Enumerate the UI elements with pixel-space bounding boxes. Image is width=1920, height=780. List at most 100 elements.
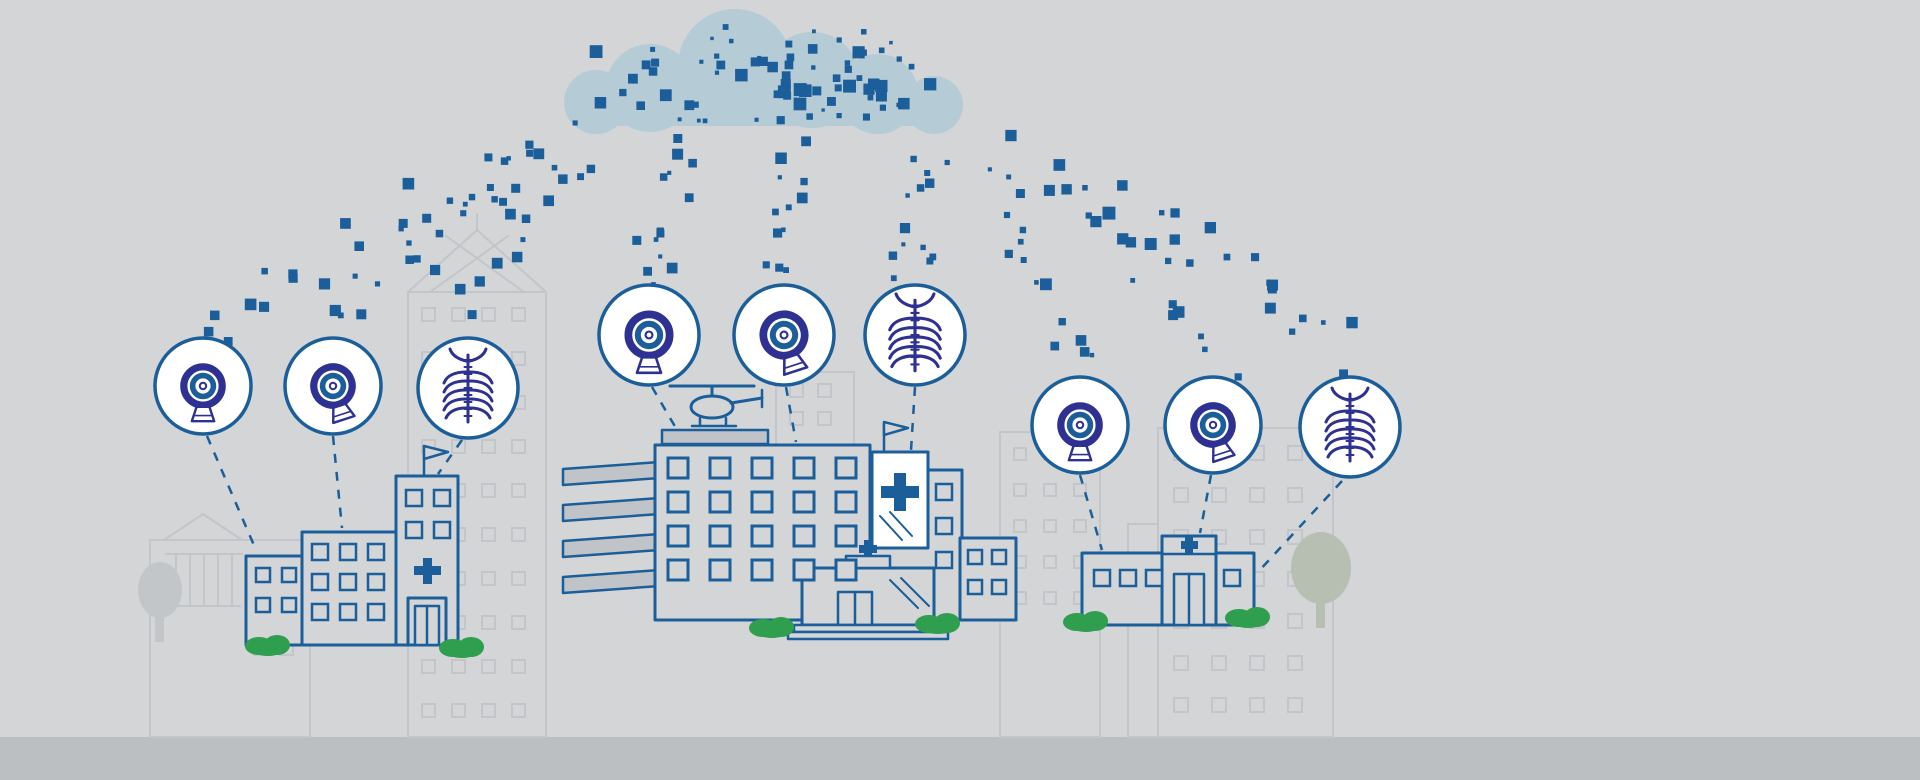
window [1249,655,1265,671]
window [1173,697,1189,713]
data-square [1004,249,1013,258]
ground-strip [0,737,1920,780]
data-square [702,118,708,124]
data-square [722,24,729,30]
data-square [413,255,421,263]
window [792,558,816,582]
data-square [926,257,934,265]
cross-tower [870,420,930,550]
data-square [925,178,935,188]
window [1013,483,1027,497]
data-square [1058,318,1066,326]
data-square [987,167,992,172]
window [666,490,690,514]
data-square [1079,347,1090,357]
data-square [572,120,578,126]
data-square [1168,310,1179,321]
data-square [832,74,841,82]
data-square [899,223,911,234]
data-square [929,253,937,261]
window [934,516,954,536]
data-square [714,53,720,59]
data-square [500,157,509,165]
data-square [1299,314,1307,323]
window [708,558,732,582]
data-square [1061,184,1072,195]
data-square [1144,238,1157,250]
window [338,602,358,622]
window [1043,591,1057,605]
data-square [446,197,454,204]
xray-ribcage-icon [1298,375,1402,479]
left-hospital-windows [254,488,452,622]
dashed-connector [1078,474,1104,551]
window [511,527,526,542]
data-square [901,242,906,247]
window [280,596,298,614]
data-square [916,184,925,192]
window [792,524,816,548]
data-square [422,213,432,223]
ct-scanner-icon [597,283,701,387]
data-square [784,60,794,70]
data-square [785,204,792,211]
data-square [762,261,770,269]
data-square [750,57,760,67]
data-square [594,97,607,109]
window [481,483,496,498]
window [511,703,526,718]
window [1287,613,1303,629]
window [792,490,816,514]
dashed-connector [908,386,917,467]
dashed-connector [205,435,258,551]
data-square [468,193,476,201]
window [1287,529,1303,545]
data-square [352,273,358,279]
hospital-left [244,444,460,647]
data-square [775,263,784,272]
xray-ribcage-icon [863,283,967,387]
data-square [714,70,720,75]
window [451,307,466,322]
data-square [773,228,783,238]
data-square [861,29,867,35]
window [1249,487,1265,503]
window [511,439,526,454]
data-square [667,170,672,175]
data-square [793,97,807,111]
data-square [632,235,642,245]
data-square [875,90,887,102]
data-square [525,140,534,149]
data-square [786,53,795,62]
data-square [354,241,364,251]
data-square [261,267,268,275]
data-square [1089,352,1095,358]
window [789,411,804,426]
data-square [796,192,808,204]
window [708,490,732,514]
data-square [905,193,910,198]
data-square [781,227,786,233]
data-square [692,101,699,108]
window [481,439,496,454]
data-square [619,88,627,97]
data-square [1017,238,1024,245]
window [404,488,424,508]
window [1043,555,1057,569]
data-square [696,118,701,123]
data-square [340,218,351,229]
window [1013,447,1027,461]
data-square [1102,206,1116,220]
data-square [499,197,507,206]
data-square [1082,185,1088,191]
data-square [1186,259,1194,267]
data-square [511,183,521,193]
window [511,307,526,322]
data-square [785,40,793,48]
data-square [641,60,651,70]
clinic-windows [1092,568,1242,588]
ct-scanner-icon [1030,375,1130,475]
data-square [775,152,787,164]
data-square [781,71,791,80]
data-square [1289,328,1296,335]
